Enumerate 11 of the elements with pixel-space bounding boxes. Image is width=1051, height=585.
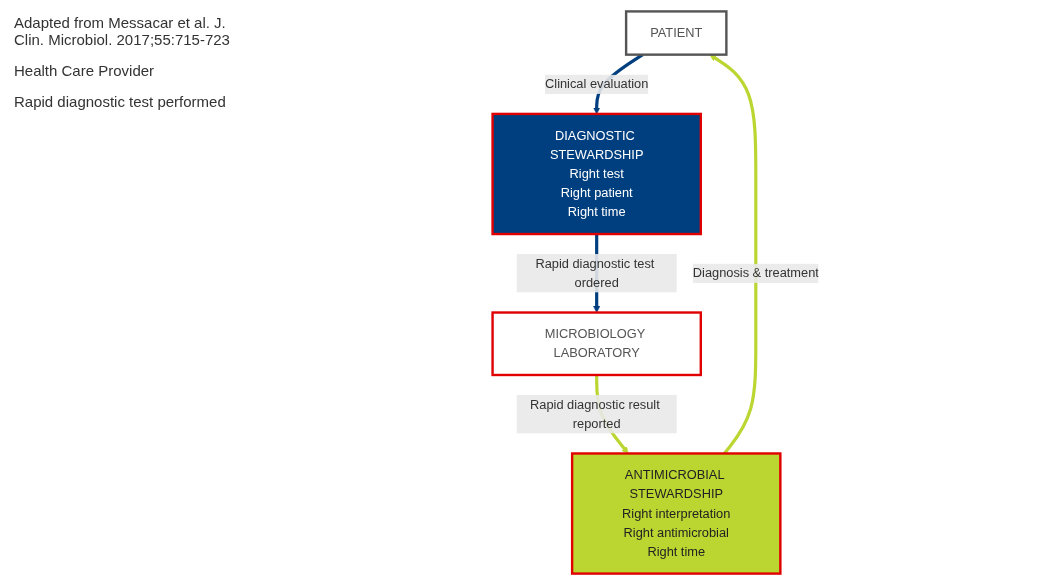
node-box: ANTIMICROBIAL STEWARDSHIP Right interpretation Right antimicrobial Right time [570, 452, 782, 575]
note-text: Health Care Provider [14, 62, 156, 79]
note-text: Adapted from Messacar et al. J. Clin. Microbiol. 2017;55:715-723 [14, 14, 231, 48]
note-text: Rapid diagnostic test performed [14, 93, 227, 110]
edge-label: Diagnosis & treatment [692, 266, 819, 280]
edge-label: Clinical evaluation [544, 77, 649, 91]
node-box: MICROBIOLOGY LABORATORY [491, 311, 702, 377]
edge-label: Rapid diagnostic result reported [529, 397, 660, 431]
edge-label: Rapid diagnostic test ordered [535, 256, 655, 290]
node-box: PATIENT [624, 10, 728, 56]
node-box: DIAGNOSTIC STEWARDSHIP Right test Right patient Right time [491, 112, 702, 236]
